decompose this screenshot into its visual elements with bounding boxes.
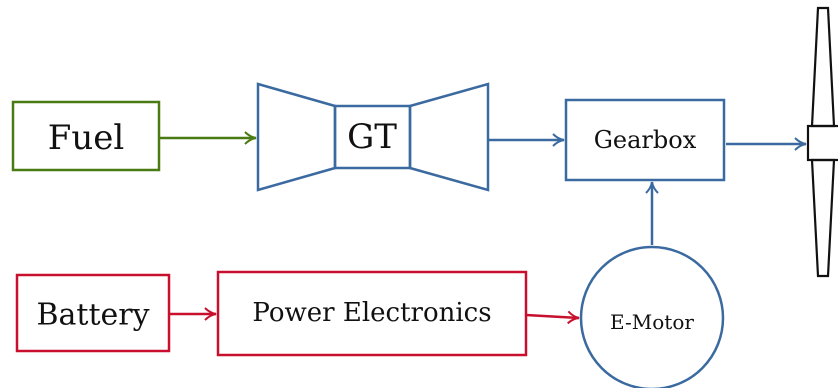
turbine-compressor-shape [256,82,337,192]
power-electronics-box [216,270,528,357]
fuel-label: Fuel [48,118,124,158]
battery-node: Battery [15,273,171,353]
fuel-node: Fuel [11,100,161,172]
e-motor-circle [579,245,725,388]
power-electronics-node: Power Electronics [216,270,528,357]
e-motor-label: E-Motor [610,310,694,334]
gas-turbine-node: GT [256,82,490,192]
gas-turbine-label: GT [347,117,397,157]
gearbox-node: Gearbox [564,98,726,182]
propeller-node [806,6,838,278]
propeller-blade-bottom [810,158,836,278]
propeller-blade-top [810,6,836,128]
gearbox-box [564,98,726,182]
turbine-expander-shape [408,82,490,192]
battery-label: Battery [36,298,149,333]
arrow-pe-to-emotor [525,310,580,325]
gas-turbine-box [333,104,412,170]
gearbox-label: Gearbox [594,126,697,154]
propeller-hub [806,124,838,162]
power-electronics-label: Power Electronics [252,298,491,328]
e-motor-node: E-Motor [579,245,725,388]
fuel-box [11,100,161,172]
